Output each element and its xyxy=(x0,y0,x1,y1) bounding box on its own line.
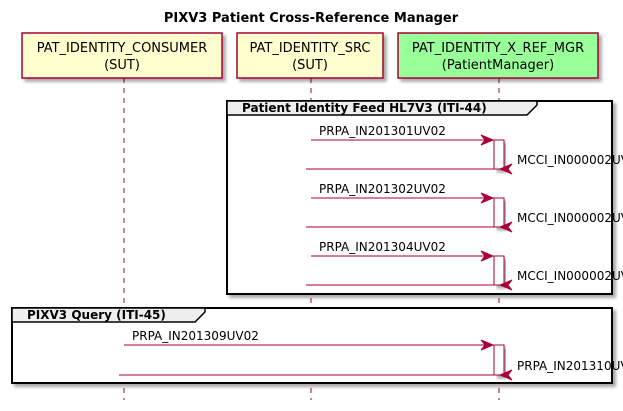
message-0-0: PRPA_IN201301UV02 xyxy=(311,124,495,146)
message-label: PRPA_IN201302UV02 xyxy=(319,182,446,196)
participant-1: PAT_IDENTITY_SRC (SUT) xyxy=(236,32,384,79)
participant-0: PAT_IDENTITY_CONSUMER (SUT) xyxy=(21,32,223,79)
arrowhead-icon xyxy=(480,339,495,351)
group-header-tab xyxy=(226,100,538,116)
message-0-3: MCCI_IN000002UV01 xyxy=(306,211,623,233)
participant-stereotype: (SUT) xyxy=(292,58,328,73)
participant-name: PAT_IDENTITY_CONSUMER xyxy=(37,41,208,56)
participant-box xyxy=(236,32,384,79)
diagram-title: PIXV3 Patient Cross-Reference Manager xyxy=(164,11,459,26)
arrowhead-icon xyxy=(498,369,513,381)
message-1-0: PRPA_IN201309UV02 xyxy=(124,329,495,351)
message-label: MCCI_IN000002UV01 xyxy=(517,153,623,167)
messages: PRPA_IN201301UV02MCCI_IN000002UV01PRPA_I… xyxy=(119,124,623,381)
message-0-4: PRPA_IN201304UV02 xyxy=(311,240,495,262)
arrowhead-icon xyxy=(498,163,513,175)
activation-bar xyxy=(493,197,505,228)
arrowhead-icon xyxy=(480,134,495,146)
message-0-2: PRPA_IN201302UV02 xyxy=(311,182,495,204)
group-label: PIXV3 Query (ITI-45) xyxy=(27,308,166,322)
activation-bar xyxy=(493,255,505,286)
participant-box xyxy=(397,32,599,79)
message-1-1: PRPA_IN201310UV02 xyxy=(119,359,623,381)
participant-box xyxy=(21,32,223,79)
groups: Patient Identity Feed HL7V3 (ITI-44) PIXV… xyxy=(11,100,613,384)
arrowhead-icon xyxy=(480,250,495,262)
participant-stereotype: (SUT) xyxy=(104,58,140,73)
message-0-1: MCCI_IN000002UV01 xyxy=(306,153,623,175)
arrowhead-icon xyxy=(498,221,513,233)
message-label: PRPA_IN201301UV02 xyxy=(319,124,446,138)
activation-bar xyxy=(493,139,505,170)
activation-bar xyxy=(493,344,505,376)
message-label: PRPA_IN201309UV02 xyxy=(132,329,259,343)
participant-2: PAT_IDENTITY_X_REF_MGR (PatientManager) xyxy=(397,32,599,79)
message-0-5: MCCI_IN000002UV01 xyxy=(306,269,623,291)
participant-name: PAT_IDENTITY_SRC xyxy=(250,41,371,56)
message-label: PRPA_IN201304UV02 xyxy=(319,240,446,254)
participants: PAT_IDENTITY_CONSUMER(SUT)PAT_IDENTITY_S… xyxy=(21,32,599,79)
participant-stereotype: (PatientManager) xyxy=(442,58,554,73)
arrowhead-icon xyxy=(498,279,513,291)
message-label: MCCI_IN000002UV01 xyxy=(517,269,623,283)
participant-name: PAT_IDENTITY_X_REF_MGR xyxy=(412,41,584,56)
message-label: PRPA_IN201310UV02 xyxy=(517,359,623,373)
group-header-tab xyxy=(11,307,206,323)
group-label: Patient Identity Feed HL7V3 (ITI-44) xyxy=(242,101,487,115)
arrowhead-icon xyxy=(480,192,495,204)
message-label: MCCI_IN000002UV01 xyxy=(517,211,623,225)
